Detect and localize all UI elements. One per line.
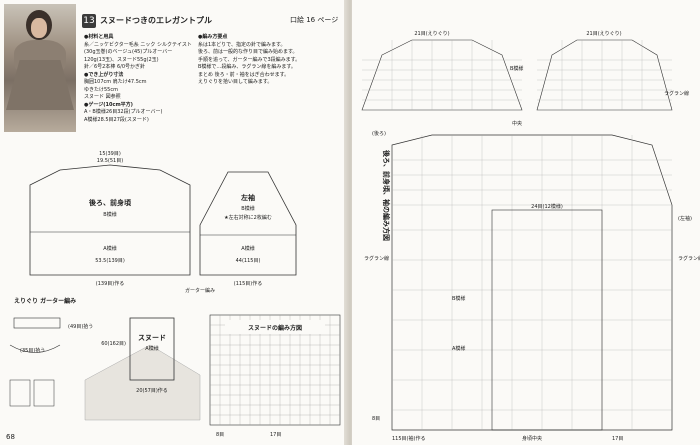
b-pattern-vertical: B模様 — [452, 295, 465, 302]
garter-label: ガーター編み — [185, 287, 215, 294]
body-width: 53.5(139目) — [95, 258, 125, 264]
back-label: (後ろ) — [372, 130, 386, 137]
raglan-label-left: ラグラン線 — [364, 255, 389, 262]
raglan-label-right: ラグラン線 — [678, 255, 700, 262]
pattern-title: スヌードつきのエレガントプル — [100, 16, 212, 25]
pattern-number-badge: 13 — [82, 14, 96, 28]
top-right-chart: 21目(えりぐり) ラグラン線 — [536, 31, 689, 111]
snood-title: スヌード — [138, 334, 166, 342]
sleeve-title: 左袖 — [240, 193, 255, 202]
materials-line: 120g(13玉)、スヌード55g(2玉) — [84, 56, 159, 63]
raglan-label-top: ラグラン線 — [664, 90, 689, 97]
instructions-block: ●編み方要点 糸は1本どりで、指定の針で編みます。 後ろ、前は一般的な作り目で編… — [198, 34, 342, 87]
size-line: スヌード 図参照 — [84, 94, 121, 100]
eight-stitch-label: 8目 — [372, 416, 380, 422]
body-a-pattern: A模様 — [103, 245, 116, 252]
instructions-line: えりぐりを拾い目して編みます。 — [198, 79, 273, 85]
instructions-line: まとめ 後ろ・前・袖をはぎ合わせます。 — [198, 71, 290, 78]
materials-heading: ●材料と用具 — [84, 34, 114, 40]
page-reference: 口絵 16 ページ — [290, 16, 339, 24]
main-chart: 24目(12模様) (左袖) ラグラン線 ラグラン線 B模様 A模様 8目 身頃… — [364, 134, 700, 442]
collar-title: えりぐり ガーター編み — [14, 297, 76, 305]
gauge-heading: ●ゲージ(10cm平方) — [84, 101, 133, 108]
snood-chart-title: スヌードの編み方図 — [248, 324, 302, 332]
size-line: ゆきたけ55cm — [84, 86, 118, 93]
snood-width: 20(57目)作る — [136, 387, 168, 394]
gauge-line: A・B模様26目32段(プルオーバー) — [84, 109, 163, 115]
seventeen-stitch-label: 17目 — [612, 436, 623, 442]
snood-schematic: スヌード A模様 60(162目) 20(57目)作る — [101, 317, 175, 394]
snood-17-stitch: 17目 — [270, 432, 281, 438]
body-top-dim: 15(39目) — [99, 151, 121, 157]
materials-block: ●材料と用具 糸／ニッケビクター毛糸 ニック シルクテイスト(30g玉巻)のベー… — [84, 34, 194, 124]
model-face — [31, 18, 47, 38]
snood-length: 60(162目) — [101, 341, 126, 347]
sleeve-b-pattern: B模様 — [241, 205, 254, 212]
top-left-chart: 21目(えりぐり) B模様 — [361, 31, 523, 111]
left-page-number: 68 — [6, 433, 15, 441]
snood-chart: スヌードの編み方図 8目 17目 — [209, 314, 341, 438]
gauge-line: A模様28.5目27段(スヌード) — [84, 116, 149, 123]
instructions-line: 後ろ、前は一般的な作り目で編み始めます。 — [198, 49, 298, 55]
body-center-label: 身頃中央 — [522, 435, 542, 442]
collar-schematic: えりぐり ガーター編み (49目)拾う (35目)拾う — [9, 297, 93, 407]
instructions-line: 糸は1本どりで、指定の針で編みます。 — [198, 41, 286, 48]
left-diagrams: 15(39目) 19.5(51目) 後ろ、前身頃 B模様 A模様 53.5(13… — [9, 151, 341, 438]
a-pattern-label: A模様 — [452, 345, 465, 352]
count-24: 24目(12模様) — [531, 203, 563, 210]
right-diagrams: 21目(えりぐり) B模様 21目(えりぐり) ラグラン線 中央 (後ろ) 後ろ… — [361, 31, 700, 442]
collar-note-2: (35目)拾う — [20, 347, 45, 354]
instructions-line: 手順を追って、ガーター編みで3段編みます。 — [198, 56, 301, 63]
size-heading: ●でき上がり寸法 — [84, 71, 124, 78]
sleeve-note: ★左右対称に2枚編む — [224, 214, 272, 221]
snood-8-stitch: 8目 — [216, 432, 224, 438]
section-title: 後ろ、前身頃、袖の編み方図 — [382, 149, 391, 241]
snood-pattern: A模様 — [145, 345, 158, 352]
body-cast-on: (139目)作る — [96, 280, 124, 287]
right-page: 21目(えりぐり) B模様 21目(えりぐり) ラグラン線 中央 (後ろ) 後ろ… — [352, 0, 700, 445]
body-title: 後ろ、前身頃 — [88, 198, 132, 207]
materials-line: 針／6号2本棒 6/0号かぎ針 — [84, 64, 145, 70]
knit-edge-sample — [84, 344, 201, 421]
pullover-body — [6, 60, 74, 110]
body-neck-dim: 19.5(51目) — [97, 158, 123, 164]
instructions-heading: ●編み方要点 — [198, 34, 228, 40]
body-b-pattern: B模様 — [103, 211, 116, 218]
materials-line: 糸／ニッケビクター毛糸 ニック シルクテイスト(30g玉巻)のベージュ(45)プ… — [84, 41, 192, 56]
body-schematic: 15(39目) 19.5(51目) 後ろ、前身頃 B模様 A模様 53.5(13… — [29, 151, 191, 287]
cast-on-label: 115目(袖)作る — [392, 435, 425, 442]
instructions-line: B模様で…段編み、ラグラン線を編みます。 — [198, 64, 296, 70]
center-label-top: 中央 — [512, 120, 522, 127]
sleeve-label: (左袖) — [678, 215, 692, 222]
left-page: 13 スヌードつきのエレガントプル 口絵 16 ページ ●材料と用具 糸／ニッケ… — [0, 0, 348, 445]
sleeve-width: 44(115目) — [236, 258, 261, 264]
sleeve-a-pattern: A模様 — [241, 245, 254, 252]
top-right-neck-label: 21目(えりぐり) — [586, 31, 621, 37]
top-left-neck-label: 21目(えりぐり) — [414, 31, 449, 37]
size-line: 胸囲107cm 肩たけ47.5cm — [84, 79, 147, 85]
top-left-b-pattern: B模様 — [510, 65, 523, 72]
sleeve-cast-on: (115目)作る — [234, 280, 262, 287]
collar-note-1: (49目)拾う — [68, 323, 93, 330]
sleeve-schematic: 左袖 B模様 ★左右対称に2枚編む A模様 44(115目) (115目)作る … — [185, 171, 297, 294]
model-photo — [4, 4, 76, 132]
